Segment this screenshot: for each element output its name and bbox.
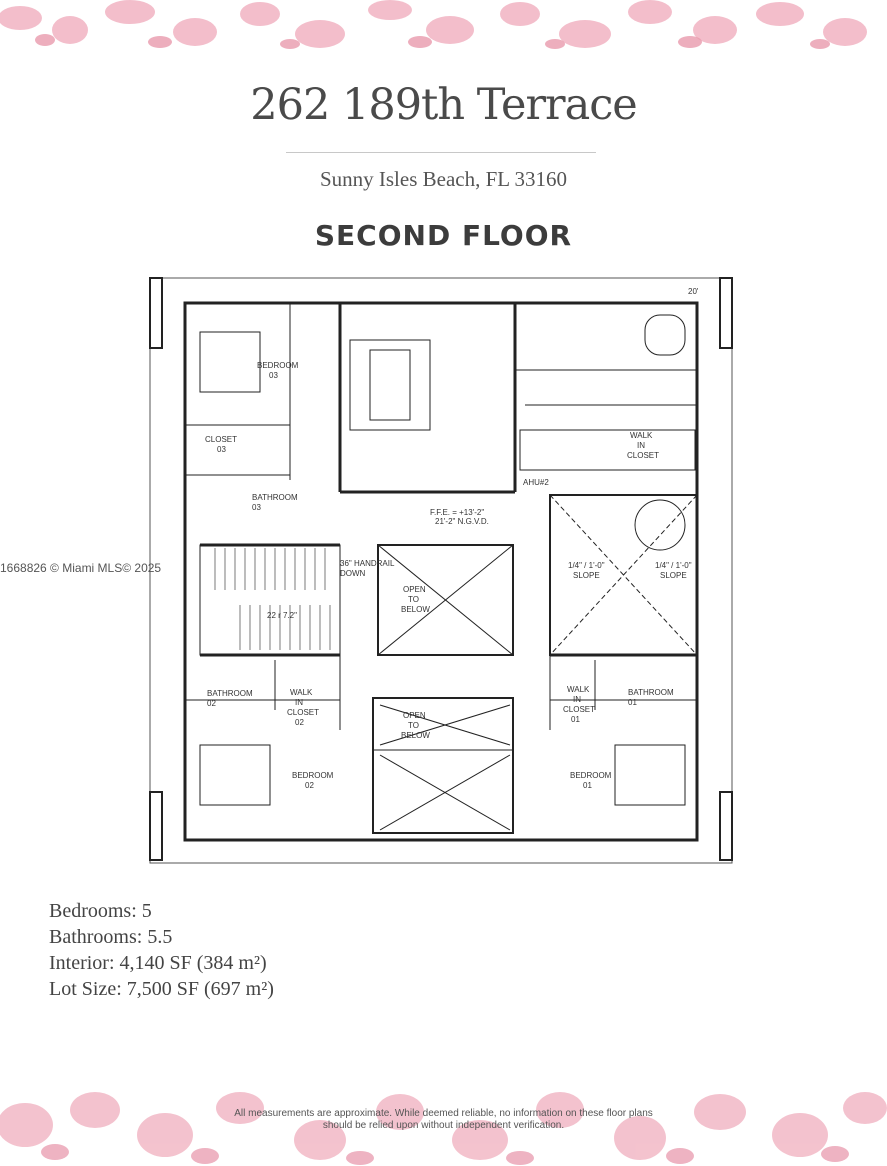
floor-label: SECOND FLOOR: [314, 219, 573, 252]
label-bathroom01: BATHROOM: [628, 688, 674, 697]
svg-text:02: 02: [305, 781, 314, 790]
label-walk-in-closet02: WALK: [290, 688, 313, 697]
svg-text:CLOSET: CLOSET: [287, 708, 319, 717]
svg-text:03: 03: [217, 445, 226, 454]
floor-plan-drawing: BEDROOM 03 CLOSET 03 BATHROOM 03 WALK IN…: [149, 277, 733, 864]
label-handrail: 36" HANDRAIL: [340, 559, 395, 568]
label-ahu: AHU#2: [523, 478, 549, 487]
svg-text:02: 02: [295, 718, 304, 727]
svg-text:CLOSET: CLOSET: [563, 705, 595, 714]
stat-bedrooms: Bedrooms: 5: [49, 900, 152, 922]
label-walk-in-closet: WALK: [630, 431, 653, 440]
stat-bathrooms: Bathrooms: 5.5: [49, 926, 173, 948]
svg-text:SLOPE: SLOPE: [573, 571, 600, 580]
disclaimer: All measurements are approximate. While …: [0, 1108, 887, 1132]
svg-text:DOWN: DOWN: [340, 569, 366, 578]
svg-text:SLOPE: SLOPE: [660, 571, 687, 580]
label-slope-left: 1/4" / 1'-0": [568, 561, 605, 570]
svg-text:03: 03: [252, 503, 261, 512]
floral-pattern-bottom: [0, 1092, 887, 1165]
page-title: 262 189th Terrace: [250, 80, 638, 130]
title-divider: [286, 152, 596, 153]
stat-interior: Interior: 4,140 SF (384 m²): [49, 952, 267, 974]
mls-watermark: 1668826 © Miami MLS© 2025: [0, 561, 162, 575]
floral-border-top: [0, 0, 887, 52]
label-bathroom02: BATHROOM: [207, 689, 253, 698]
svg-text:BELOW: BELOW: [401, 605, 430, 614]
svg-text:02: 02: [207, 699, 216, 708]
svg-text:21'-2" N.G.V.D.: 21'-2" N.G.V.D.: [435, 517, 489, 526]
label-bedroom01: BEDROOM: [570, 771, 612, 780]
svg-text:TO: TO: [408, 721, 419, 730]
stat-lot-size: Lot Size: 7,500 SF (697 m²): [49, 978, 274, 1000]
floral-border-bottom: [0, 1080, 887, 1166]
floor-plan: BEDROOM 03 CLOSET 03 BATHROOM 03 WALK IN…: [145, 270, 740, 870]
disclaimer-line-1: All measurements are approximate. While …: [234, 1108, 653, 1119]
svg-text:IN: IN: [295, 698, 303, 707]
label-bathroom03: BATHROOM: [252, 493, 298, 502]
label-walk-in-closet01: WALK: [567, 685, 590, 694]
svg-text:IN: IN: [573, 695, 581, 704]
svg-text:03: 03: [269, 371, 278, 380]
label-dim: 20': [688, 287, 699, 296]
label-bedroom02: BEDROOM: [292, 771, 334, 780]
svg-text:BELOW: BELOW: [401, 731, 430, 740]
svg-text:IN: IN: [637, 441, 645, 450]
floral-pattern-top: [0, 0, 867, 49]
svg-text:TO: TO: [408, 595, 419, 604]
label-closet03: CLOSET: [205, 435, 237, 444]
svg-text:01: 01: [571, 715, 580, 724]
svg-text:01: 01: [628, 698, 637, 707]
label-ffe: F.F.E. = +13'-2": [430, 508, 484, 517]
property-stats: Bedrooms: 5 Bathrooms: 5.5 Interior: 4,1…: [49, 898, 274, 1002]
label-open-to-below-2: OPEN: [403, 711, 426, 720]
label-slope-right: 1/4" / 1'-0": [655, 561, 692, 570]
svg-text:CLOSET: CLOSET: [627, 451, 659, 460]
label-open-to-below-1: OPEN: [403, 585, 426, 594]
svg-text:01: 01: [583, 781, 592, 790]
label-stairs: 22 r 7.2": [267, 611, 297, 620]
disclaimer-line-2: should be relied upon without independen…: [322, 1120, 565, 1131]
address-subtitle: Sunny Isles Beach, FL 33160: [319, 167, 568, 191]
label-bedroom03: BEDROOM: [257, 361, 299, 370]
